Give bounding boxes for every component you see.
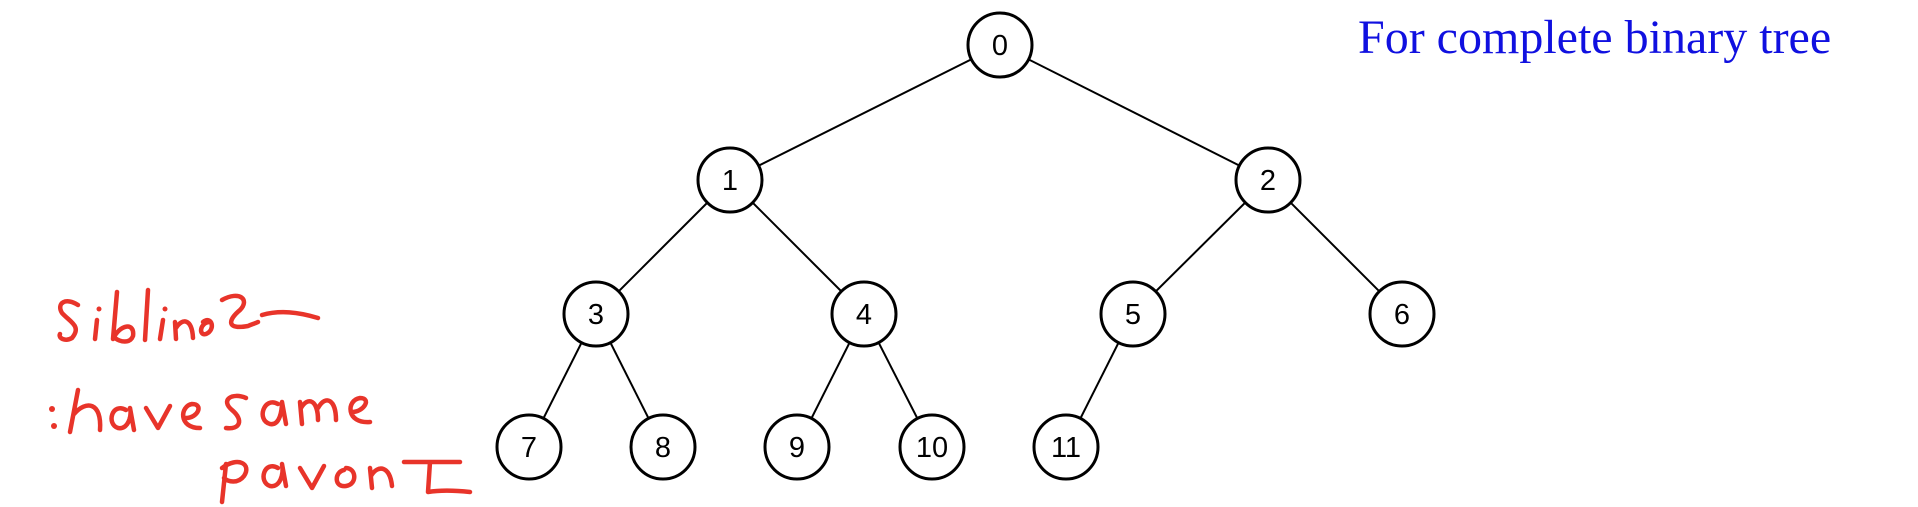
tree-node: 8 <box>629 413 697 481</box>
tree-node-label: 5 <box>1125 299 1141 331</box>
tree-node-circle <box>1032 413 1100 481</box>
tree-node: 3 <box>562 280 630 348</box>
tree-node-circle <box>562 280 630 348</box>
tree-node-label: 2 <box>1260 165 1276 197</box>
tree-nodes: 0 1 2 3 4 5 6 7 8 9 10 11 <box>495 11 1436 481</box>
tree-node-label: 11 <box>1051 432 1081 464</box>
annotation-word-parent <box>219 459 473 505</box>
tree-node-circle <box>763 413 831 481</box>
tree-node-circle <box>1099 280 1167 348</box>
tree-node-circle <box>629 413 697 481</box>
tree-node: 0 <box>966 11 1034 79</box>
tree-node-label: 6 <box>1394 299 1410 331</box>
tree-node: 4 <box>830 280 898 348</box>
tree-node-label: 3 <box>588 299 604 331</box>
tree-node: 6 <box>1368 280 1436 348</box>
tree-node-circle <box>1368 280 1436 348</box>
tree-edge <box>729 44 1001 181</box>
tree-edge <box>999 44 1269 181</box>
annotation-word-siblings <box>57 287 321 344</box>
tree-node: 10 <box>898 413 966 481</box>
tree-node: 9 <box>763 413 831 481</box>
tree-node: 11 <box>1032 413 1100 481</box>
tree-node-circle <box>696 146 764 214</box>
tree-node-circle <box>495 413 563 481</box>
tree-node-label: 4 <box>856 299 872 331</box>
diagram-heading: For complete binary tree <box>1358 11 1832 64</box>
tree-node: 7 <box>495 413 563 481</box>
tree-node: 5 <box>1099 280 1167 348</box>
tree-node-label: 10 <box>916 432 948 464</box>
tree-node-label: 0 <box>992 30 1008 62</box>
tree-node-circle <box>898 413 966 481</box>
tree-node: 2 <box>1234 146 1302 214</box>
tree-node-circle <box>1234 146 1302 214</box>
tree-node: 1 <box>696 146 764 214</box>
tree-node-label: 9 <box>789 432 805 464</box>
tree-node-circle <box>830 280 898 348</box>
handwritten-annotation <box>49 287 473 505</box>
tree-node-label: 7 <box>521 432 537 464</box>
tree-edges <box>528 44 1403 448</box>
tree-node-circle <box>966 11 1034 79</box>
tree-node-label: 8 <box>655 432 671 464</box>
tree-node-label: 1 <box>722 165 738 197</box>
annotation-word-have-same <box>49 387 373 435</box>
